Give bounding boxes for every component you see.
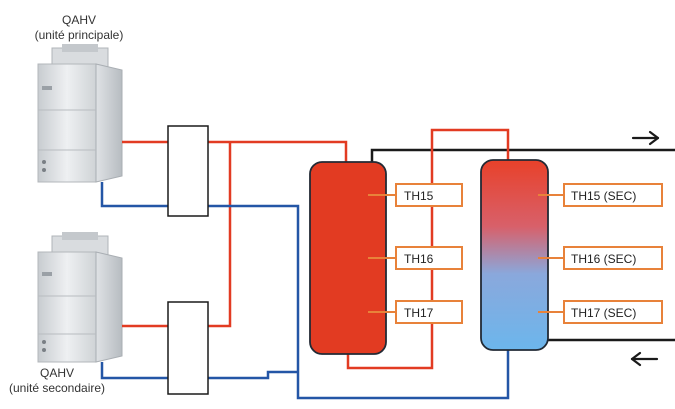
sensor-label-th17-sec: TH17 (SEC) [571, 306, 636, 320]
storage-tank-secondary [481, 160, 548, 350]
sensor-label-th17: TH17 [404, 306, 434, 320]
sensor-label-th16: TH16 [404, 252, 434, 266]
sensor-label-th15: TH15 [404, 189, 434, 203]
unit-main-label: QAHV (unité principale) [24, 13, 134, 43]
unit-secondary-label: QAHV (unité secondaire) [2, 366, 112, 396]
unit-main-name: QAHV [24, 13, 134, 28]
unit-main-role: (unité principale) [24, 28, 134, 43]
heat-exchanger-main [168, 126, 208, 216]
sensor-label-th16-sec: TH16 (SEC) [571, 252, 636, 266]
sensor-label-th15-sec: TH15 (SEC) [571, 189, 636, 203]
outdoor-unit-secondary-image [38, 232, 122, 362]
unit-secondary-role: (unité secondaire) [2, 381, 112, 396]
flow-arrow-out-icon [633, 132, 658, 144]
unit-secondary-name: QAHV [2, 366, 112, 381]
heat-exchanger-secondary [168, 302, 208, 394]
outdoor-unit-main-image [38, 44, 122, 182]
cold-water-pipes [102, 182, 508, 398]
tank2-sensor-group: TH15 (SEC) TH16 (SEC) TH17 (SEC) [538, 184, 662, 323]
flow-arrow-in-icon [632, 353, 657, 365]
